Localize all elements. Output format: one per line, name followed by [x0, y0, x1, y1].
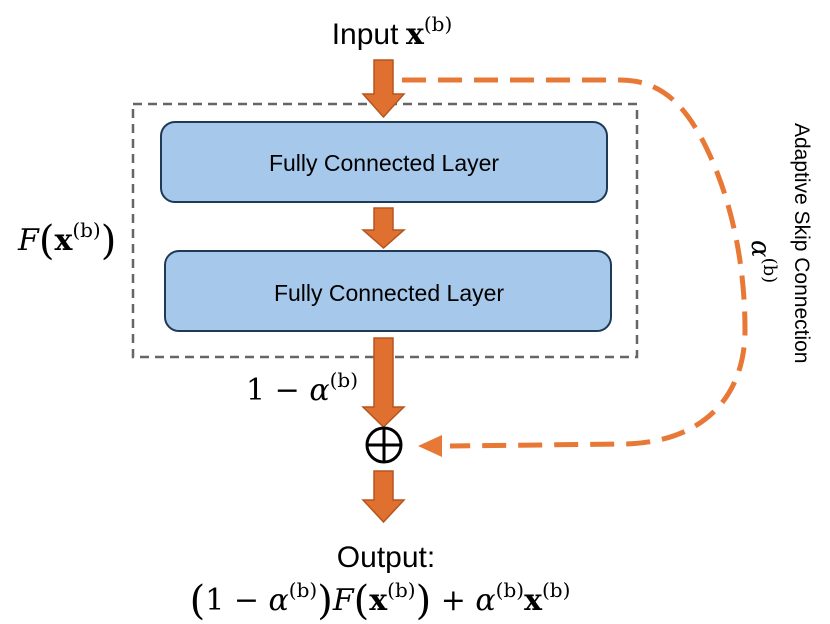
branch-weight-label: 1 − α(b)	[246, 368, 358, 408]
fc-layer-1-box	[160, 121, 608, 203]
arrow-input-to-layer1	[361, 59, 406, 119]
arrow-sum-to-output	[361, 470, 406, 524]
output-title: Output:	[337, 541, 435, 574]
arrow-layer1-to-layer2	[361, 207, 406, 249]
fc-layer-2-label: Fully Connected Layer	[274, 280, 504, 306]
skip-connection-weight: α(b)	[745, 240, 780, 283]
fc-layer-1-label: Fully Connected Layer	[269, 150, 499, 176]
block-function-label: F(x(b))	[17, 218, 116, 264]
skip-connection-arrowhead	[418, 435, 442, 457]
arrow-layer2-to-sum	[361, 337, 406, 429]
skip-connection-line	[402, 77, 748, 449]
skip-connection-label: Adaptive Skip Connection	[790, 123, 813, 364]
output-formula: (1 − α(b))F(x(b)) + α(b)x(b)	[190, 578, 571, 624]
fc-layer-2-box	[164, 250, 612, 332]
sum-node	[365, 426, 403, 464]
input-label: Input x(b)	[332, 12, 453, 52]
